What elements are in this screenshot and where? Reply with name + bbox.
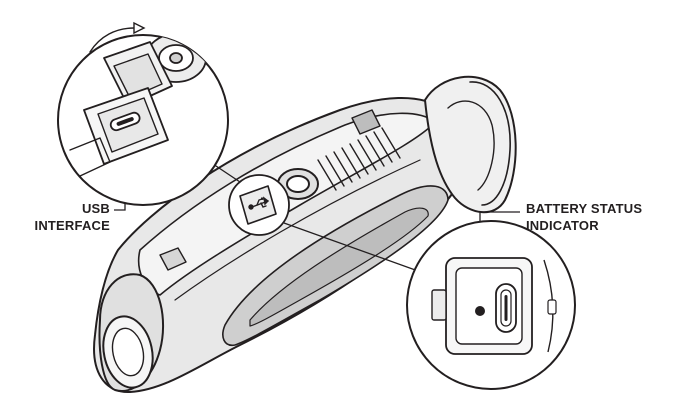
power-button xyxy=(286,175,310,193)
focus-knob xyxy=(351,109,381,135)
usb-c-port-tongue xyxy=(116,117,134,126)
detail-right-notch xyxy=(547,299,557,315)
usb-label-line2: INTERFACE xyxy=(34,218,110,233)
vent-grille xyxy=(317,127,401,191)
detail-knob-center xyxy=(169,52,183,64)
usb-interface-label: USB INTERFACE xyxy=(22,200,110,234)
detail-cover-inner xyxy=(113,53,163,99)
usb-label-line1: USB xyxy=(81,201,110,216)
eyecup-rim xyxy=(469,81,511,206)
detail-port-side-tab xyxy=(431,289,447,321)
lens-cap-hinge xyxy=(159,247,187,271)
led-indicator-icon xyxy=(475,306,485,316)
body-edge-line xyxy=(174,159,421,301)
eyecup-inner xyxy=(447,100,495,191)
objective-lens-inner xyxy=(111,327,145,377)
grip-inset xyxy=(249,207,429,327)
usb-c-tongue-vertical xyxy=(504,295,508,321)
eyecup xyxy=(424,75,517,214)
rotate-arrow-icon xyxy=(89,21,146,53)
detail-body-edge xyxy=(69,137,111,177)
battery-label-line1: BATTERY STATUS xyxy=(526,201,643,216)
battery-status-label: BATTERY STATUS INDICATOR xyxy=(526,200,642,234)
usb-symbol-icon xyxy=(248,196,270,210)
battery-label-line2: INDICATOR xyxy=(526,218,599,233)
